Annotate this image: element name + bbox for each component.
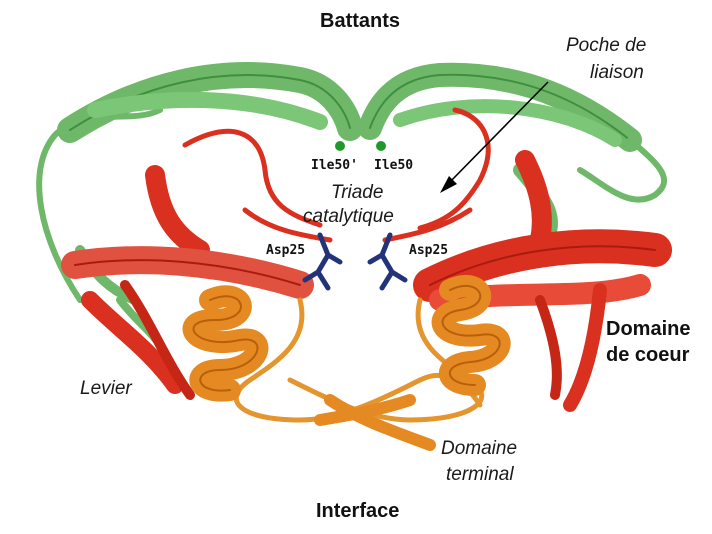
label-terminal-domain-line1: Domaine <box>441 438 517 460</box>
label-binding-pocket-line1: Poche de <box>566 35 646 57</box>
core-right-strand1 <box>525 160 542 240</box>
core-left-loop <box>185 131 320 225</box>
core-left-strand1 <box>155 175 200 250</box>
label-asp25-right: Asp25 <box>409 243 448 258</box>
label-battants: Battants <box>320 10 400 33</box>
label-asp25-left: Asp25 <box>266 243 305 258</box>
label-terminal-domain-line2: terminal <box>446 464 514 486</box>
label-core-domain-line1: Domaine <box>606 318 690 341</box>
label-triade: Triade <box>331 182 383 204</box>
label-levier: Levier <box>80 378 132 400</box>
core-right-loop <box>420 110 488 228</box>
label-catalytique: catalytique <box>303 206 394 228</box>
core-domain-strands <box>75 110 655 405</box>
label-binding-pocket-line2: liaison <box>590 62 644 84</box>
core-right-strand3 <box>540 300 557 395</box>
core-right-strand2 <box>570 290 600 405</box>
label-interface: Interface <box>316 500 399 523</box>
label-core-domain-line2: de coeur <box>606 344 689 367</box>
helix-and-terminal <box>193 286 499 445</box>
asp-stick-icon <box>305 235 405 288</box>
label-ile50: Ile50 <box>374 158 413 173</box>
ile-marker-icon <box>335 141 386 151</box>
left-helix <box>193 296 257 390</box>
label-ile50-prime: Ile50' <box>311 158 358 173</box>
